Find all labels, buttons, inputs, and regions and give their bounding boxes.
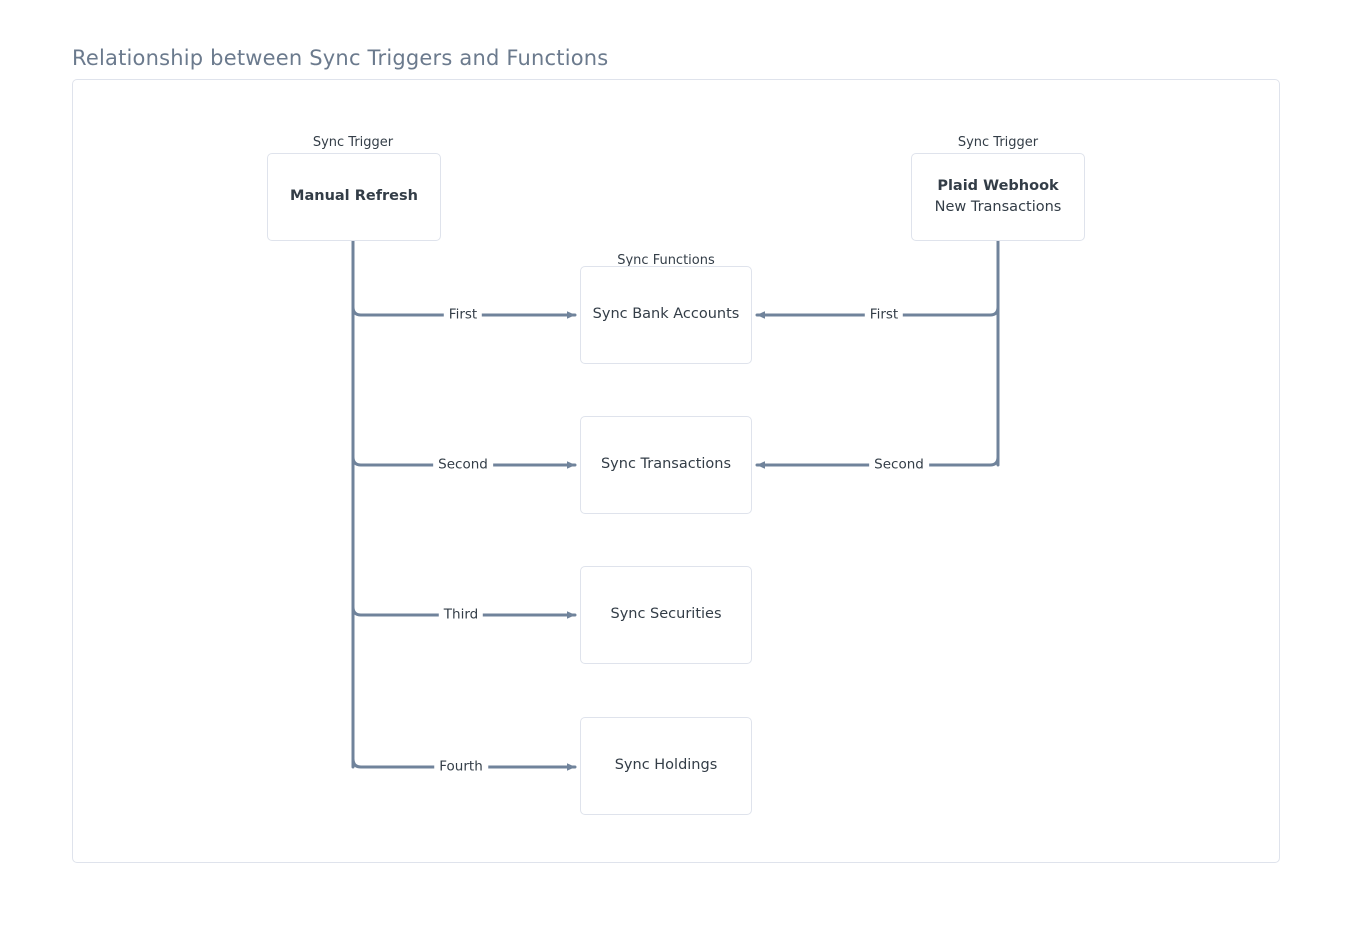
edge-label-manual-second: Second: [433, 458, 493, 472]
node-sync-holdings[interactable]: Sync Holdings: [580, 717, 752, 815]
node-label: Sync Holdings: [614, 757, 718, 774]
group-label-trigger-right: Sync Trigger: [957, 135, 1039, 150]
node-sync-transactions[interactable]: Sync Transactions: [580, 416, 752, 514]
node-label: Sync Transactions: [600, 456, 732, 473]
edge-label-manual-first: First: [443, 308, 483, 322]
node-sync-securities[interactable]: Sync Securities: [580, 566, 752, 664]
edge-label-plaid-first: First: [864, 308, 904, 322]
node-sublabel: New Transactions: [934, 199, 1062, 215]
node-plaid-webhook[interactable]: Plaid Webhook New Transactions: [911, 153, 1085, 241]
edge-label-manual-fourth: Fourth: [434, 760, 488, 774]
node-sync-bank-accounts[interactable]: Sync Bank Accounts: [580, 266, 752, 364]
node-label: Sync Securities: [610, 606, 722, 623]
group-label-functions: Sync Functions: [617, 253, 715, 268]
node-label: Plaid Webhook: [937, 177, 1059, 194]
group-label-trigger-left: Sync Trigger: [312, 135, 394, 150]
edge-label-manual-third: Third: [438, 608, 484, 622]
edge-label-plaid-second: Second: [869, 458, 929, 472]
node-manual-refresh[interactable]: Manual Refresh: [267, 153, 441, 241]
page-title: Relationship between Sync Triggers and F…: [72, 46, 609, 70]
node-label: Sync Bank Accounts: [592, 306, 740, 323]
node-label: Manual Refresh: [290, 188, 418, 205]
